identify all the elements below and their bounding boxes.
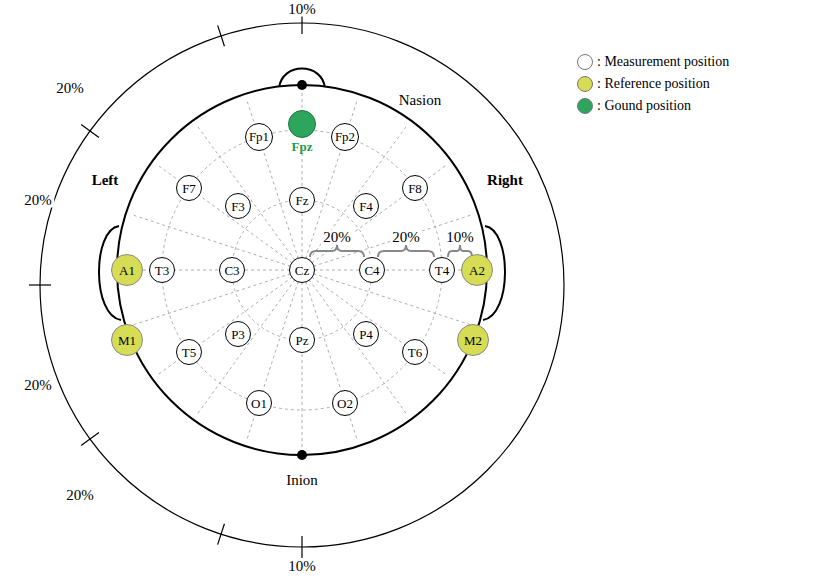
outer-circle	[40, 23, 564, 547]
annotation-label: Nasion	[397, 93, 444, 108]
legend-text: : Measurement position	[597, 55, 729, 69]
legend-swatch	[577, 76, 593, 92]
electrode-label: T5	[182, 346, 196, 359]
electrode-circle: F7	[176, 175, 202, 201]
tick	[218, 524, 225, 545]
electrode-label: F3	[231, 200, 245, 213]
annotation-label: 20%	[64, 488, 96, 503]
electrode-label: Fp1	[249, 130, 269, 143]
dashed-grid	[124, 92, 480, 448]
electrode-label: M2	[464, 334, 482, 347]
ground-electrode: Fpz	[288, 110, 316, 138]
annotation-label: 20%	[54, 81, 86, 96]
electrode-circle: Pz	[289, 327, 315, 353]
electrode-circle: C4	[359, 257, 385, 283]
annotation-label: 20%	[321, 230, 353, 245]
tick	[81, 433, 99, 446]
electrode-circle: F4	[353, 193, 379, 219]
grid-circle	[162, 130, 442, 410]
legend-swatch	[577, 54, 593, 70]
annotation-label: 20%	[390, 230, 422, 245]
electrode-circle: Fp1	[245, 123, 273, 151]
grid-line	[302, 270, 303, 448]
nasion-dot	[297, 80, 307, 90]
electrode-label: Fp2	[335, 130, 355, 143]
annotation-label: 10%	[444, 230, 476, 245]
electrode-label: C4	[364, 264, 379, 277]
grid-line	[302, 270, 357, 439]
grid-line	[158, 270, 302, 375]
electrode-label: A1	[119, 264, 135, 277]
electrode-label: P4	[359, 328, 373, 341]
side-label: Left	[90, 173, 121, 188]
electrode-circle: P3	[225, 321, 251, 347]
legend-text: : Reference position	[597, 77, 710, 91]
electrode-circle: Fz	[289, 187, 315, 213]
electrode-label: P3	[231, 328, 245, 341]
electrode-circle: O1	[246, 390, 272, 416]
electrode-label: F7	[182, 182, 196, 195]
electrode-label: T6	[408, 346, 422, 359]
legend-row: : Measurement position	[577, 54, 729, 70]
tick	[218, 25, 225, 46]
electrode-label: O1	[251, 397, 267, 410]
electrode-circle: P4	[353, 321, 379, 347]
annotation-label: 20%	[22, 378, 54, 393]
electrode-circle: F8	[402, 175, 428, 201]
grid-line	[302, 165, 446, 270]
electrode-label: A2	[469, 264, 485, 277]
grid-line	[302, 270, 446, 375]
electrode-circle: T5	[176, 339, 202, 365]
grid-line	[302, 126, 407, 270]
grid-line	[158, 165, 302, 270]
annotation-label: 20%	[22, 193, 54, 208]
electrode-circle: Cz	[289, 257, 315, 283]
electrode-label: F4	[359, 200, 373, 213]
tick	[81, 125, 99, 138]
annotation-label: 10%	[286, 2, 318, 17]
electrode-label: T4	[435, 264, 449, 277]
distance-braces	[310, 245, 472, 257]
legend-text: : Gound position	[597, 99, 691, 113]
brace	[310, 245, 364, 257]
inion-dot	[297, 450, 307, 460]
electrode-label: Fpz	[291, 140, 314, 153]
reference-electrode: M2	[457, 324, 489, 356]
electrode-circle: T6	[402, 339, 428, 365]
legend-row: : Reference position	[577, 76, 710, 92]
reference-electrode: A2	[461, 254, 493, 286]
grid-line	[302, 270, 407, 414]
head-outline	[117, 85, 487, 455]
annotation-label: Inion	[284, 473, 320, 488]
reference-electrode: A1	[111, 254, 143, 286]
side-label: Right	[485, 173, 525, 188]
electrode-label: F8	[408, 182, 422, 195]
electrode-circle: T3	[149, 257, 175, 283]
grid-line	[247, 270, 302, 439]
electrode-label: Cz	[295, 264, 309, 277]
electrode-label: O2	[337, 397, 353, 410]
electrode-label: T3	[155, 264, 169, 277]
grid-circle	[232, 200, 372, 340]
tick	[301, 536, 302, 558]
electrode-circle: F3	[225, 193, 251, 219]
legend-swatch	[577, 98, 593, 114]
electrode-circle: T4	[429, 257, 455, 283]
annotation-label: 10%	[286, 559, 318, 574]
legend-row: : Gound position	[577, 98, 691, 114]
electrode-circle: Fp2	[331, 123, 359, 151]
reference-electrode: M1	[111, 324, 143, 356]
electrode-label: Fz	[296, 194, 309, 207]
electrode-circle: C3	[219, 257, 245, 283]
brace	[378, 245, 434, 257]
electrode-label: Pz	[296, 334, 309, 347]
tick	[29, 284, 51, 285]
electrode-label: C3	[224, 264, 239, 277]
electrode-label: M1	[118, 334, 136, 347]
electrode-circle: O2	[332, 390, 358, 416]
